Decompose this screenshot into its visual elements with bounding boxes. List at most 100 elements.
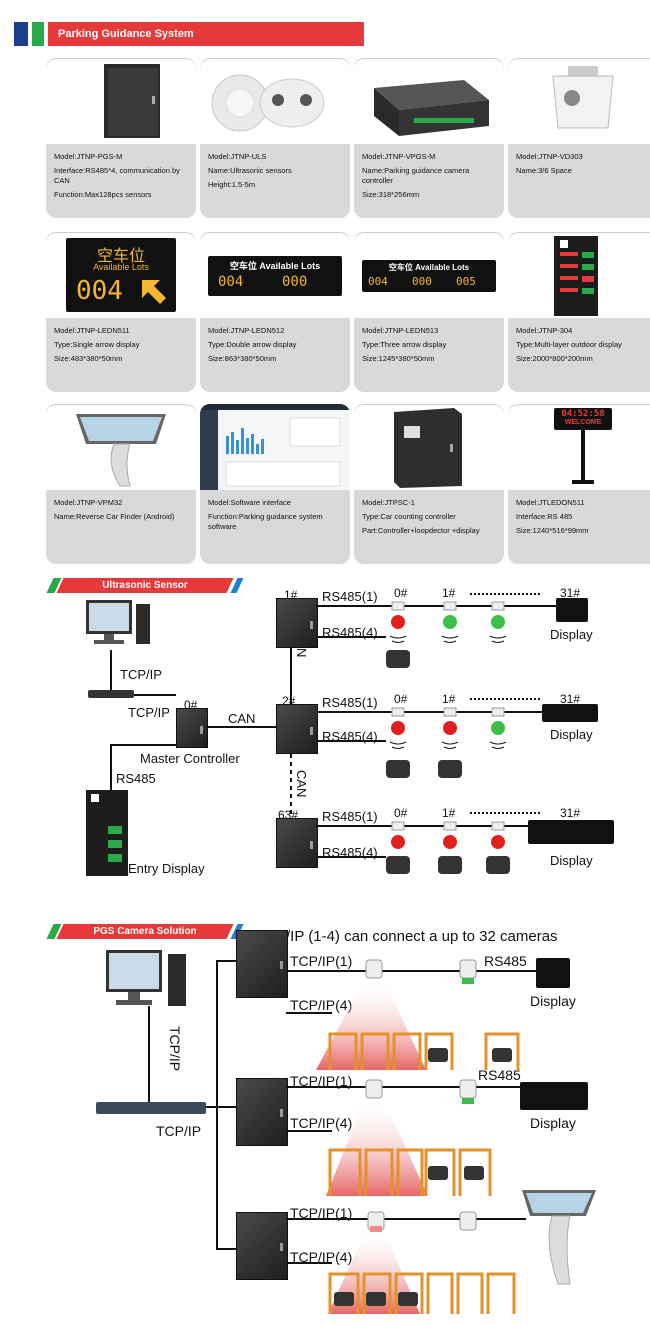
network-switch	[88, 690, 134, 698]
tcpip-bus	[286, 1086, 520, 1088]
sensor-id: 1#	[442, 806, 456, 820]
network-switch	[96, 1102, 206, 1114]
rs485-label: RS485	[116, 771, 156, 786]
product-model: Model:JTNP-PGS-M	[54, 152, 123, 161]
tcpip-port-label: TCP/IP(1)	[290, 1205, 353, 1221]
product-spec: Type:Multi-layer outdoor display	[516, 340, 622, 349]
product-spec: Name:3/6 Space	[516, 166, 572, 175]
header-green-block	[32, 22, 44, 46]
sensor-id: 31#	[560, 806, 581, 820]
connector-line	[216, 1106, 236, 1108]
sensor-green	[443, 601, 457, 629]
product-image	[354, 58, 504, 144]
sensor-id: 31#	[560, 586, 581, 600]
display-pole	[581, 430, 585, 482]
product-model: Model:JTLEDON511	[516, 498, 585, 507]
product-card-ledn512: 空车位 Available Lots 004 000 Model:JTNP-LE…	[200, 232, 350, 392]
camera-controller-cabinet	[236, 1212, 288, 1280]
tcpip-port-label: TCP/IP(4)	[290, 1249, 353, 1265]
product-image: 04:52:58 WELCOME	[508, 404, 650, 490]
display-label: Display	[530, 1115, 576, 1131]
sensor-green	[491, 601, 505, 629]
backbone-line	[216, 960, 218, 1250]
product-card-software: Model:Software interface Function:Parkin…	[200, 404, 350, 564]
camera-icon	[552, 66, 614, 129]
led-display: 空车位 Available Lots 004 000	[208, 256, 342, 296]
display-label: Display	[550, 727, 593, 742]
cabinet-icon	[104, 64, 160, 138]
controller-box-icon	[374, 80, 489, 136]
product-spec: Name:Parking guidance camera controller	[362, 166, 470, 185]
product-spec: Height:1.5-5m	[208, 180, 256, 189]
rs485-bus	[316, 711, 542, 713]
product-card-ledon511: 04:52:58 WELCOME Model:JTLEDON511 Interf…	[508, 404, 650, 564]
sensor-id: 0#	[394, 586, 408, 600]
display-label: Display	[550, 853, 593, 868]
tcpip-bus	[286, 1218, 526, 1220]
product-card-uls: Model:JTNP-ULS Name:Ultrasonic sensors H…	[200, 58, 350, 218]
product-card-304: Model:JTNP-304 Type:Multi-layer outdoor …	[508, 232, 650, 392]
software-screenshot-icon	[200, 404, 350, 490]
master-controller-label: Master Controller	[140, 751, 240, 766]
product-image: 空车位 Available Lots 004 000 005	[354, 232, 504, 318]
product-spec: Size:1245*380*50mm	[362, 354, 435, 363]
product-spec: Function:Parking guidance system softwar…	[208, 512, 323, 531]
connector-line	[206, 1106, 218, 1108]
product-model: Model:JTNP-LEDN512	[208, 326, 285, 335]
connector-line	[216, 960, 236, 962]
product-image: 空车位 Available Lots 004	[46, 232, 196, 318]
computer-icon	[86, 600, 150, 644]
product-spec: Function:Max128pcs sensors	[54, 190, 152, 199]
sensor-id: 31#	[560, 692, 581, 706]
product-spec: Interface:RS485*4, communication by CAN	[54, 166, 180, 185]
controller-cabinet	[276, 704, 318, 754]
led-display	[542, 704, 598, 722]
sensor-id: 0#	[394, 806, 408, 820]
product-spec: Size:318*256mm	[362, 190, 420, 199]
led-display: 空车位 Available Lots 004	[66, 238, 176, 312]
product-spec: Size:863*380*50mm	[208, 354, 277, 363]
entry-display-label: Entry Display	[128, 861, 205, 876]
multi-layer-display-icon	[554, 236, 598, 316]
product-card-jtpsc-1: Model:JTPSC-1 Type:Car counting controll…	[354, 404, 504, 564]
product-spec: Interface:RS 485	[516, 512, 573, 521]
sensor-array	[386, 601, 510, 874]
display-label: Display	[530, 993, 576, 1009]
tcpip-port-label: TCP/IP(1)	[290, 953, 353, 969]
tcpip-label: TCP/IP	[128, 705, 170, 720]
tcpip-bus	[286, 1262, 332, 1264]
product-card-vpm32: Model:JTNP-VPM32 Name:Reverse Car Finder…	[46, 404, 196, 564]
dots-separator	[470, 698, 540, 700]
led-display	[520, 1082, 588, 1110]
product-model: Model:JTNP-304	[516, 326, 573, 335]
product-card-vpgs-m: Model:JTNP-VPGS-M Name:Parking guidance …	[354, 58, 504, 218]
product-image	[200, 58, 350, 144]
led-display	[556, 598, 588, 622]
tcpip-bus	[286, 1130, 332, 1132]
tcpip-label: TCP/IP	[156, 1123, 202, 1139]
tcpip-port-label: TCP/IP(1)	[290, 1073, 353, 1089]
computer-icon	[106, 950, 186, 1006]
rs485-label: RS485	[484, 953, 527, 969]
tcpip-bus	[286, 1012, 332, 1014]
controller-cabinet	[276, 598, 318, 648]
connector-line	[110, 744, 112, 790]
product-model: Model:JTNP-VPM32	[54, 498, 123, 507]
product-model: Model:JTNP-LEDN513	[362, 326, 439, 335]
led-clock-display: 04:52:58 WELCOME	[554, 408, 612, 430]
product-spec: Size:2000*800*200mm	[516, 354, 593, 363]
section-label-camera: PGS Camera Solution	[46, 924, 244, 939]
dots-separator	[470, 593, 540, 595]
can-label: CAN	[228, 711, 256, 726]
product-spec: Type:Double arrow display	[208, 340, 297, 349]
product-image	[354, 404, 504, 490]
led-display: 空车位 Available Lots 004 000 005	[362, 260, 496, 292]
connector-line	[110, 744, 176, 746]
ultrasonic-sensor-icon	[211, 74, 325, 132]
parking-p-icon	[91, 794, 99, 802]
product-spec: Size:1240*516*99mm	[516, 526, 589, 535]
product-model: Model:JTNP-VD303	[516, 152, 583, 161]
header-bar: Parking Guidance System	[14, 22, 364, 46]
product-model: Model:JTNP-ULS	[208, 152, 267, 161]
can-line	[206, 726, 276, 728]
